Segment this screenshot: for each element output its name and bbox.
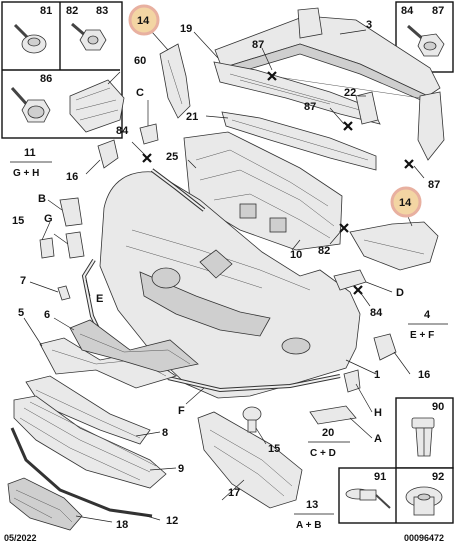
- callout-17: 17: [228, 487, 240, 499]
- callout-15-left: 15: [12, 215, 24, 227]
- lower-grille-18: [7, 477, 83, 531]
- sensor-bracket-16-right: [373, 333, 397, 361]
- callout-7: 7: [20, 275, 26, 287]
- callout-16-right: 16: [418, 369, 430, 381]
- callout-81: 81: [40, 5, 52, 17]
- callout-1: 1: [374, 369, 380, 381]
- wiring-box-60: [69, 79, 125, 133]
- callout-6: 6: [44, 309, 50, 321]
- clip-H: [343, 369, 361, 393]
- callout-B: B: [38, 193, 46, 205]
- callout-91: 91: [374, 471, 386, 483]
- side-bracket-14-left: [159, 43, 191, 119]
- callout-83: 83: [96, 5, 108, 17]
- clip-90-icon: [411, 417, 435, 457]
- callout-21: 21: [186, 111, 198, 123]
- highlight-badge-14-right: [390, 186, 422, 218]
- bracket-G: [65, 231, 85, 259]
- trim-strip-F: [167, 374, 341, 393]
- callout-84-left: 84: [116, 125, 129, 137]
- callout-87-upper: 87: [252, 39, 264, 51]
- callout-86: 86: [40, 73, 52, 85]
- chrome-strip-12: [10, 427, 153, 518]
- center-grille-17: [197, 411, 303, 509]
- group-11-label: G + H: [13, 168, 39, 179]
- callout-18: 18: [116, 519, 128, 531]
- callout-15-right: 15: [268, 443, 280, 455]
- screw-86-icon: [10, 86, 51, 123]
- callout-22: 22: [344, 87, 356, 99]
- callout-D: D: [396, 287, 404, 299]
- highlight-badge-14-top: [128, 4, 160, 36]
- footer-reference: 00096472: [404, 533, 444, 543]
- plug-15-left: [39, 237, 55, 259]
- sensor-15-right: [242, 406, 262, 433]
- bracket-B: [59, 197, 83, 227]
- callout-87-mid: 87: [304, 101, 316, 113]
- callout-5: 5: [18, 307, 24, 319]
- callout-87-right: 87: [428, 179, 440, 191]
- callout-A: A: [374, 433, 382, 445]
- callout-82-mid: 82: [318, 245, 330, 257]
- callout-60: 60: [134, 55, 146, 67]
- honeycomb-grille-9: [13, 395, 167, 489]
- callout-16-left: 16: [66, 171, 78, 183]
- leader-lines: [23, 29, 425, 523]
- bracket-A: [309, 405, 357, 425]
- callout-14-top: 14: [137, 15, 150, 27]
- callout-F: F: [178, 405, 185, 417]
- bolt-83-icon: [71, 22, 107, 51]
- clip-92-icon: [405, 486, 443, 516]
- callout-84-right: 84: [370, 307, 383, 319]
- callout-C: C: [136, 87, 144, 99]
- callout-G: G: [44, 213, 53, 225]
- callout-9: 9: [178, 463, 184, 475]
- hardware-box-81-83-86: [1, 1, 123, 139]
- callout-10: 10: [290, 249, 302, 261]
- lower-absorber-10: [183, 131, 343, 251]
- callout-4: 4: [424, 309, 431, 321]
- callout-87-box: 87: [432, 5, 444, 17]
- callout-14-right: 14: [399, 197, 412, 209]
- clip-7: [57, 285, 71, 301]
- group-20-label: C + D: [310, 448, 336, 459]
- callout-E: E: [96, 293, 103, 305]
- screw-81-icon: [13, 23, 47, 54]
- bolt-87-icon: [407, 24, 445, 57]
- footer-date: 05/2022: [4, 533, 37, 543]
- rivet-91-icon: [345, 488, 391, 509]
- callout-92: 92: [432, 471, 444, 483]
- callout-H: H: [374, 407, 382, 419]
- group-4-label: E + F: [410, 330, 434, 341]
- callout-8: 8: [162, 427, 168, 439]
- callout-82-top: 82: [66, 5, 78, 17]
- clip-C: [139, 123, 159, 145]
- callout-3: 3: [366, 19, 372, 31]
- group-13-label: A + B: [296, 520, 321, 531]
- callout-25: 25: [166, 151, 178, 163]
- callout-20: 20: [322, 427, 334, 439]
- side-bracket-14-right: [349, 221, 439, 271]
- callout-84-box: 84: [401, 5, 414, 17]
- absorber-21: [221, 111, 377, 171]
- upper-grille-6: [69, 319, 199, 373]
- trim-strip-25: [150, 168, 206, 212]
- sensor-bracket-16-left: [97, 139, 119, 169]
- absorber-19: [213, 61, 381, 125]
- hanger-22: [355, 91, 379, 125]
- callout-19: 19: [180, 23, 192, 35]
- callout-13: 13: [306, 499, 318, 511]
- callout-90: 90: [432, 401, 444, 413]
- callout-11: 11: [24, 147, 36, 159]
- callout-12: 12: [166, 515, 178, 527]
